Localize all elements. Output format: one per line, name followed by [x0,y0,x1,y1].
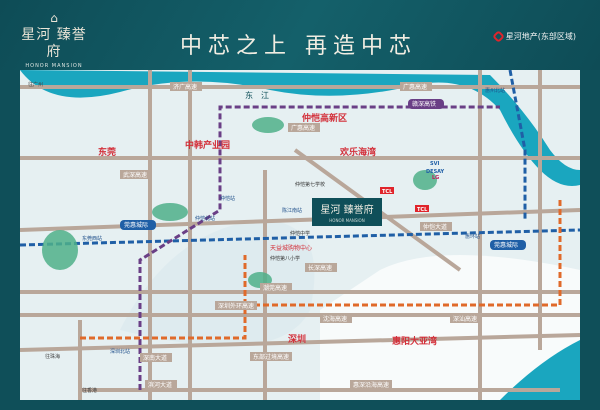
project-marker[interactable] [312,198,382,226]
rail-ganshen-hsr [138,105,500,390]
developer-logo: 星河地产(东部区域) [491,30,576,43]
svg-text:TCL: TCL [417,207,428,213]
region-huiyang: 惠阳大亚湾 [392,335,437,347]
svg-text:仲恺北站: 仲恺北站 [195,215,215,222]
svg-text:仲恺第七学校: 仲恺第七学校 [295,181,325,188]
river-label: 东 江 [245,90,269,100]
svg-text:长深高速: 长深高速 [308,264,332,272]
svg-text:惠环站: 惠环站 [465,233,480,240]
svg-text:东莞西站: 东莞西站 [82,235,102,242]
rail-guanhui-intercity [19,228,581,247]
developer-icon [491,30,505,43]
region-dongguan: 东莞 [98,146,116,158]
logo-en: HONOR MANSION [25,63,83,69]
logo-mark-icon: ⌂ [50,11,58,25]
svg-text:深圳外环高速: 深圳外环高速 [218,302,254,310]
slogan: 中芯之上 再造中芯 [180,34,417,59]
svg-text:武深高速: 武深高速 [123,171,147,179]
sea [500,340,580,400]
svg-text:DESAY: DESAY [426,169,445,175]
svg-text:LG: LG [432,175,439,181]
project-name: 星河 臻誉府 [320,203,373,216]
rail-labels: 赣深高铁 莞惠城际 莞惠城际 [120,99,526,250]
svg-text:TCL: TCL [382,189,393,195]
svg-text:仲恺中学: 仲恺中学 [290,230,310,237]
region-shenzhen: 深圳 [288,333,306,345]
svg-text:济广高速: 济广高速 [173,83,197,91]
rail-orange-line [80,200,562,340]
river-dongjiang [20,70,580,186]
logo-name: 星河 臻誉府 [21,27,87,60]
svg-text:深汕高速: 深汕高速 [453,315,477,323]
svg-text:东部过境高速: 东部过境高速 [253,353,289,361]
svg-text:SVI: SVI [430,161,439,167]
svg-text:广惠高速: 广惠高速 [291,124,315,132]
direction-hongkong: 往香港 [82,387,97,394]
svg-text:莞惠城际: 莞惠城际 [494,241,518,249]
station-labels: 惠州北站 仲恺站 仲恺北站 陈江南站 惠环站 深圳北站 东莞西站 [82,87,505,355]
region-zhonghan: 中韩产业园 [185,139,230,151]
svg-text:仲恺站: 仲恺站 [220,195,235,202]
header: ⌂ 星河 臻誉府 HONOR MANSION 中芯之上 再造中芯 星河地产(东部… [0,0,600,70]
region-zhongkai: 仲恺高新区 [302,112,347,124]
green-parks [42,117,437,288]
brand-logos: TCL TCL LG SVI DESAY [380,161,445,213]
svg-text:仲恺第八小学: 仲恺第八小学 [270,255,300,262]
svg-text:惠深沿海高速: 惠深沿海高速 [353,381,389,389]
svg-text:天益城购物中心: 天益城购物中心 [270,244,312,252]
project-logo: ⌂ 星河 臻誉府 HONOR MANSION [14,12,94,70]
project-en: HONOR MANSION [329,218,364,223]
svg-text:仲恺大道: 仲恺大道 [423,223,447,231]
svg-text:广惠高速: 广惠高速 [403,83,427,91]
region-huanle: 欢乐海湾 [339,146,376,158]
svg-text:陈江南站: 陈江南站 [282,207,302,214]
direction-guangzhou: 往广州 [28,81,43,88]
developer-name: 星河地产(东部区域) [505,32,576,41]
svg-text:沈海高速: 沈海高速 [323,315,347,323]
svg-text:赣深高铁: 赣深高铁 [412,100,436,108]
road-labels: 济广高速 广惠高速 广惠高速 武深高速 仲恺大道 长深高速 潮莞高速 深圳外环高… [120,82,482,389]
svg-text:深南大道: 深南大道 [143,354,167,362]
poi-labels: 仲恺第七学校 天益城购物中心 仲恺中学 仲恺第八小学 [270,181,325,262]
svg-text:滨河大道: 滨河大道 [148,381,172,389]
svg-text:深圳北站: 深圳北站 [110,348,130,355]
svg-text:惠州北站: 惠州北站 [485,87,505,94]
svg-text:莞惠城际: 莞惠城际 [124,221,148,229]
rail-guanhui-north [508,69,527,220]
svg-text:潮莞高速: 潮莞高速 [263,284,287,292]
location-map: 星河 臻誉府 HONOR MANSION 东莞 深圳 惠阳大亚湾 仲恺高新区 中… [19,69,581,400]
direction-zhuhai: 往珠海 [45,353,60,360]
